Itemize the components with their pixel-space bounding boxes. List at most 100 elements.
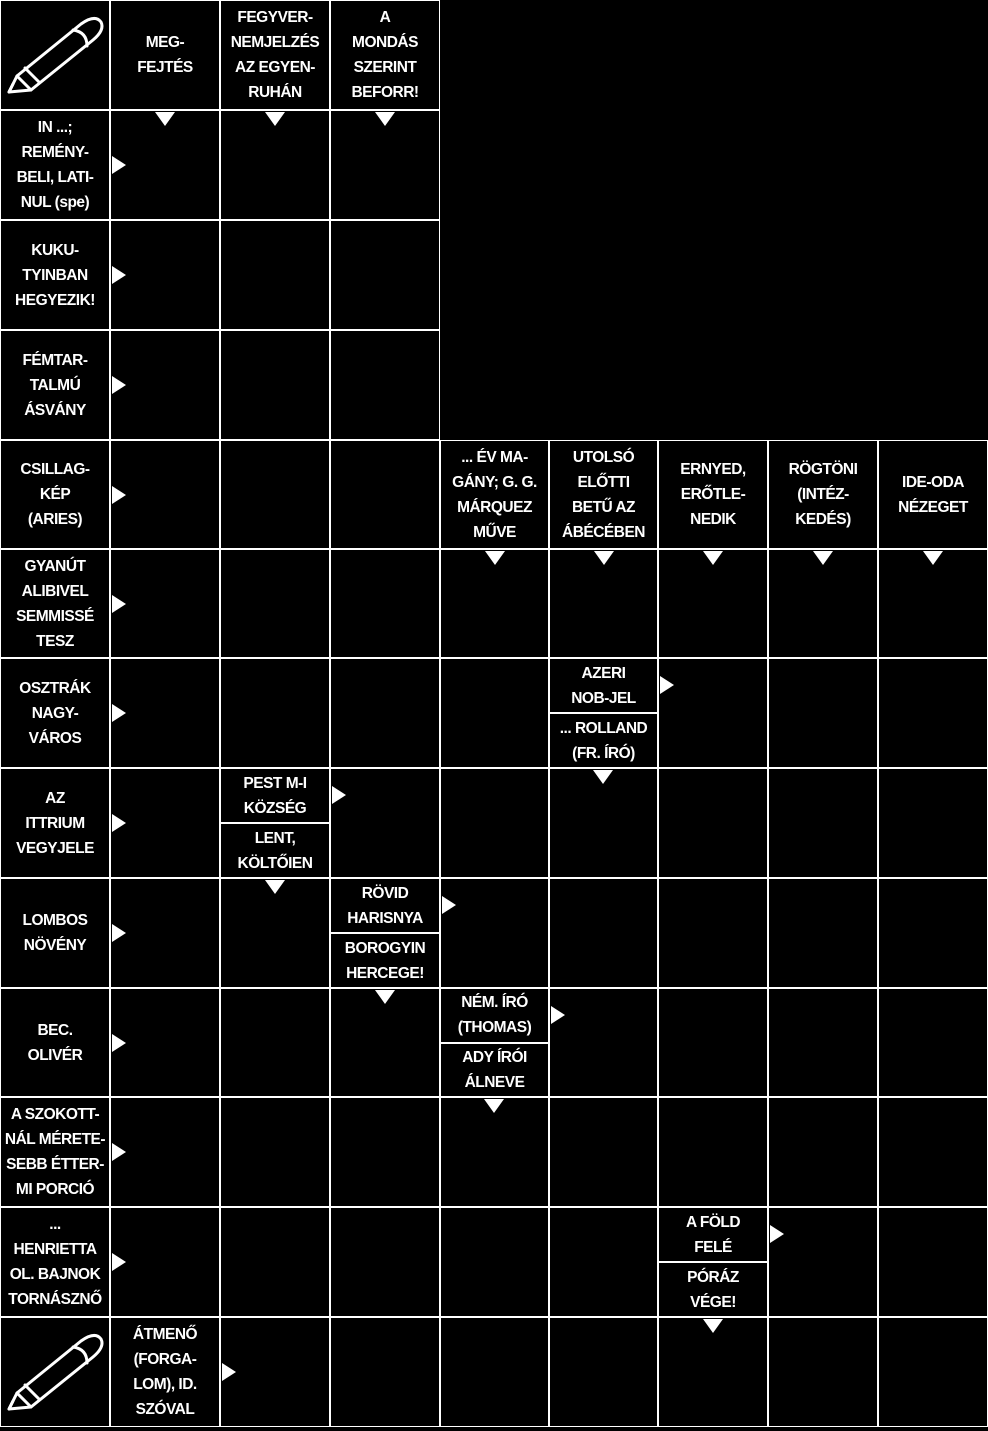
grid-cell[interactable] — [110, 220, 220, 330]
grid-cell[interactable] — [658, 988, 768, 1097]
grid-cell[interactable] — [440, 1097, 549, 1207]
grid-cell[interactable] — [658, 1097, 768, 1207]
grid-cell[interactable] — [878, 988, 988, 1097]
clue-r3: FÉMTAR- TALMÚ ÁSVÁNY — [22, 351, 88, 419]
grid-cell[interactable] — [549, 768, 658, 878]
grid-cell[interactable] — [110, 988, 220, 1097]
grid-cell[interactable] — [768, 1207, 878, 1317]
grid-cell[interactable] — [110, 330, 220, 440]
grid-cell[interactable] — [110, 768, 220, 878]
grid-cell[interactable] — [878, 768, 988, 878]
arrow-right-icon — [112, 376, 126, 394]
grid-cell[interactable] — [330, 768, 440, 878]
grid-cell[interactable] — [768, 440, 878, 549]
clue-poraz: PÓRÁZ VÉGE! — [687, 1268, 739, 1311]
grid-cell[interactable] — [549, 549, 658, 658]
arrow-down-icon — [375, 112, 395, 126]
grid-cell[interactable] — [658, 549, 768, 658]
grid-cell[interactable] — [220, 110, 330, 220]
grid-cell[interactable] — [878, 1317, 988, 1427]
grid-cell[interactable] — [0, 1207, 110, 1317]
grid-cell[interactable] — [330, 1097, 440, 1207]
grid-cell[interactable] — [330, 988, 440, 1097]
grid-cell[interactable] — [110, 0, 220, 110]
grid-cell[interactable] — [0, 110, 110, 220]
grid-cell[interactable] — [0, 549, 110, 658]
arrow-down-icon — [265, 112, 285, 126]
grid-cell[interactable] — [658, 440, 768, 549]
arrow-down-icon — [484, 551, 505, 565]
grid-cell[interactable] — [878, 440, 988, 549]
grid-cell[interactable] — [440, 1317, 549, 1427]
grid-cell[interactable] — [330, 1317, 440, 1427]
grid-cell[interactable] — [110, 1207, 220, 1317]
grid-cell[interactable] — [0, 220, 110, 330]
grid-cell[interactable] — [440, 1207, 549, 1317]
grid-cell[interactable] — [768, 1097, 878, 1207]
grid-cell[interactable] — [220, 0, 330, 110]
grid-cell[interactable] — [0, 1097, 110, 1207]
grid-cell[interactable] — [878, 1207, 988, 1317]
grid-cell[interactable] — [549, 1317, 658, 1427]
grid-cell[interactable] — [878, 1097, 988, 1207]
grid-cell[interactable] — [110, 878, 220, 988]
grid-cell[interactable] — [0, 440, 110, 549]
grid-cell[interactable] — [330, 0, 440, 110]
grid-cell[interactable] — [220, 220, 330, 330]
grid-cell[interactable] — [768, 988, 878, 1097]
grid-cell[interactable] — [658, 768, 768, 878]
grid-cell[interactable] — [220, 1207, 330, 1317]
grid-cell[interactable] — [0, 768, 110, 878]
grid-cell[interactable] — [549, 988, 658, 1097]
grid-cell[interactable] — [440, 549, 549, 658]
grid-cell[interactable] — [768, 878, 878, 988]
grid-cell[interactable] — [658, 658, 768, 768]
grid-cell[interactable] — [220, 1097, 330, 1207]
grid-cell[interactable] — [549, 440, 658, 549]
grid-cell[interactable] — [220, 988, 330, 1097]
clue-lent: LENT, KÖLTŐIEN — [237, 829, 313, 872]
grid-cell[interactable] — [658, 878, 768, 988]
grid-cell[interactable] — [768, 658, 878, 768]
grid-cell[interactable] — [440, 878, 549, 988]
grid-cell[interactable] — [440, 658, 549, 768]
grid-cell[interactable] — [0, 658, 110, 768]
grid-cell[interactable] — [110, 440, 220, 549]
arrow-right-icon — [112, 1253, 126, 1271]
grid-cell[interactable] — [220, 549, 330, 658]
grid-cell[interactable] — [330, 110, 440, 220]
grid-cell[interactable] — [878, 549, 988, 658]
grid-cell[interactable] — [0, 330, 110, 440]
grid-cell[interactable] — [549, 1207, 658, 1317]
grid-cell[interactable] — [658, 1317, 768, 1427]
grid-cell[interactable] — [330, 1207, 440, 1317]
grid-cell[interactable] — [440, 768, 549, 878]
grid-cell[interactable] — [330, 658, 440, 768]
grid-cell[interactable] — [878, 878, 988, 988]
grid-cell[interactable] — [110, 110, 220, 220]
grid-cell[interactable] — [768, 1317, 878, 1427]
clue-pest: PEST M-I KÖZSÉG — [243, 774, 307, 817]
grid-cell[interactable] — [220, 658, 330, 768]
grid-cell[interactable] — [330, 440, 440, 549]
grid-cell[interactable] — [220, 1317, 330, 1427]
grid-cell[interactable] — [0, 878, 110, 988]
grid-cell[interactable] — [110, 1097, 220, 1207]
grid-cell[interactable] — [549, 878, 658, 988]
grid-cell[interactable] — [549, 1097, 658, 1207]
grid-cell[interactable] — [220, 440, 330, 549]
grid-cell[interactable] — [220, 878, 330, 988]
grid-cell[interactable] — [330, 220, 440, 330]
grid-cell[interactable] — [330, 330, 440, 440]
grid-cell[interactable] — [220, 330, 330, 440]
grid-cell[interactable] — [110, 658, 220, 768]
clue-r11: ... HENRIETTA OL. BAJNOK TORNÁSZNŐ — [8, 1216, 102, 1308]
grid-cell[interactable] — [440, 440, 549, 549]
grid-cell[interactable] — [878, 658, 988, 768]
grid-cell[interactable] — [110, 549, 220, 658]
grid-cell[interactable] — [768, 549, 878, 658]
grid-cell[interactable] — [330, 549, 440, 658]
grid-cell[interactable] — [768, 768, 878, 878]
grid-cell[interactable] — [0, 988, 110, 1097]
grid-cell[interactable] — [110, 1317, 220, 1427]
